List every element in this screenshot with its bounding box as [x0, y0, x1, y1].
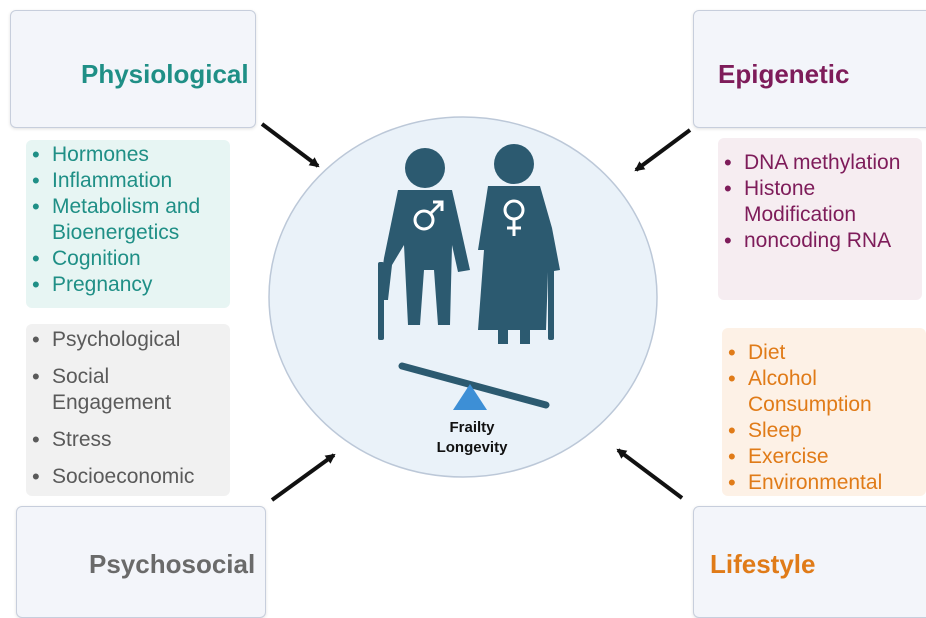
list-item: Exercise: [722, 444, 926, 470]
physiological-box: Physiological: [10, 10, 256, 128]
center-circle: [268, 116, 658, 478]
lifestyle-box: Lifestyle: [693, 506, 926, 618]
list-item: Metabolism and Bioenergetics: [26, 194, 230, 246]
epigenetic-box: Epigenetic: [693, 10, 926, 128]
list-item: Social Engagement: [26, 364, 230, 416]
male-symbol-icon: [413, 200, 444, 231]
list-item: Psychological: [26, 327, 230, 353]
lifestyle-list: Diet Alcohol Consumption Sleep Exercise …: [722, 340, 926, 496]
psychosocial-list: Psychological Social Engagement Stress S…: [26, 327, 230, 490]
seesaw-beam: [398, 362, 550, 409]
list-item: noncoding RNA: [718, 228, 922, 254]
list-item: Pregnancy: [26, 272, 230, 298]
physiological-list: Hormones Inflammation Metabolism and Bio…: [26, 142, 230, 298]
list-item: Socioeconomic: [26, 464, 230, 490]
female-symbol-icon: [503, 199, 525, 236]
list-item: Cognition: [26, 246, 230, 272]
psychosocial-list-box: Psychological Social Engagement Stress S…: [26, 324, 230, 496]
arrow-physiological: [260, 122, 320, 168]
arrow-epigenetic: [634, 128, 692, 172]
list-item: Alcohol Consumption: [722, 366, 926, 418]
arrow-psychosocial: [270, 453, 336, 502]
seesaw-fulcrum: [453, 384, 487, 410]
physiological-list-box: Hormones Inflammation Metabolism and Bio…: [26, 140, 230, 308]
epigenetic-title: Epigenetic: [718, 59, 850, 89]
epigenetic-list: DNA methylation Histone Modification non…: [718, 150, 922, 254]
list-item: DNA methylation: [718, 150, 922, 176]
list-item: Histone Modification: [718, 176, 922, 228]
psychosocial-title: Psychosocial: [89, 549, 256, 579]
list-item: Sleep: [722, 418, 926, 444]
list-item: Inflammation: [26, 168, 230, 194]
center-label-line2: Longevity: [436, 439, 508, 456]
lifestyle-title: Lifestyle: [710, 549, 816, 579]
list-item: Hormones: [26, 142, 230, 168]
psychosocial-box: Psychosocial: [16, 506, 266, 618]
arrow-lifestyle: [616, 448, 684, 500]
list-item: Stress: [26, 427, 230, 453]
physiological-title: Physiological: [81, 59, 249, 89]
list-item: Environmental: [722, 470, 926, 496]
lifestyle-list-box: Diet Alcohol Consumption Sleep Exercise …: [722, 328, 926, 496]
center-label-line1: Frailty: [449, 419, 495, 436]
epigenetic-list-box: DNA methylation Histone Modification non…: [718, 138, 922, 300]
center-label: Frailty Longevity: [402, 418, 542, 458]
list-item: Diet: [722, 340, 926, 366]
elderly-couple-icon: [378, 144, 560, 344]
